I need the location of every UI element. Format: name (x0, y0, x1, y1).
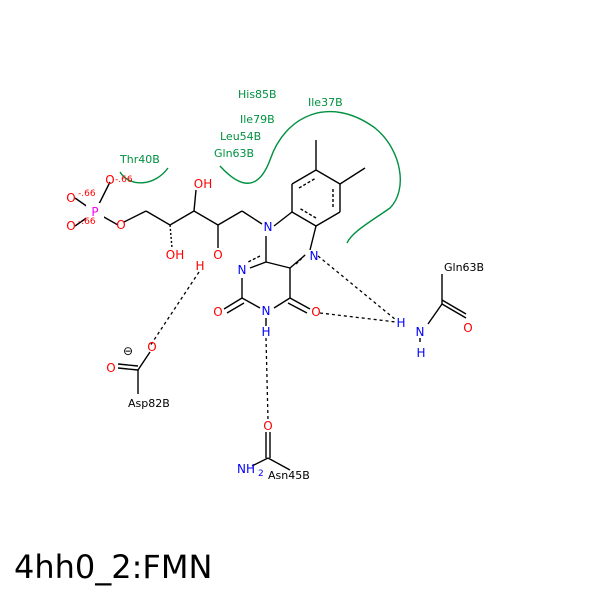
isoalloxazine-ring-bonds (223, 140, 366, 326)
phosphate-oxygen-left-lower: O (66, 219, 75, 233)
residue-label-asp82b: Asp82B (128, 397, 170, 410)
hydrogen-n3: H (261, 325, 270, 339)
charge-label-1: -.66 (115, 175, 133, 185)
carbonyl-oxygen-o4: O (311, 305, 320, 319)
hydrogen-bonds (149, 255, 397, 421)
nitrogen-n3: N (262, 304, 271, 318)
asn-oxygen: O (263, 419, 272, 433)
residue-label-thr40b: Thr40B (119, 153, 160, 166)
residue-label-ile79b: Ile79B (240, 113, 275, 126)
ribityl-hydrogen: H (195, 259, 204, 273)
nitrogen-n5: N (310, 249, 319, 263)
ester-oxygen: O (116, 218, 125, 232)
phosphate-oxygen-left-upper: O (66, 191, 75, 205)
residue-label-ile37b: Ile37B (308, 96, 343, 109)
asn-amide-nitrogen: NH (237, 462, 255, 476)
asp-carboxylate-oxygen-1: O (147, 340, 156, 354)
residue-label-gln63b: Gln63B (444, 261, 484, 274)
asp-negative-charge: ⊖ (123, 344, 133, 358)
ribityl-chain-bonds (145, 189, 263, 249)
hydroxyl-oxygen-top: OH (194, 177, 212, 191)
gln-hydrogen-lower: H (416, 346, 425, 360)
ligand-title: 4hh0_2:FMN (14, 548, 213, 586)
charge-label-3: -.66 (78, 217, 96, 227)
gln-hydrogen-upper: H (396, 316, 405, 330)
charge-label-2: -.66 (78, 189, 96, 199)
hydroxyl-oxygen-bottom: OH (166, 248, 184, 262)
asp-carboxylate-oxygen-2: O (106, 361, 115, 375)
gln-oxygen: O (463, 321, 472, 335)
phosphorus-atom: P (91, 205, 98, 219)
hydrophobic-arc-large (219, 111, 401, 244)
nitrogen-n10: N (264, 220, 273, 234)
residue-label-asn45b: Asn45B (268, 469, 310, 482)
nitrogen-n1: N (238, 263, 247, 277)
asn-amide-subscript: 2 (258, 469, 264, 479)
residue-label-leu54b: Leu54B (220, 130, 261, 143)
carbonyl-oxygen-o2: O (213, 305, 222, 319)
residue-label-his85b: His85B (238, 88, 277, 101)
ribityl-oxygen: O (213, 248, 222, 262)
hydrophobic-arc-thr40 (119, 167, 169, 184)
gln-nitrogen: N (416, 325, 425, 339)
residue-bonds (117, 274, 467, 471)
phosphate-oxygen-top: O (105, 173, 114, 187)
residue-label-gln63b-hydrophobic: Gln63B (214, 147, 254, 160)
